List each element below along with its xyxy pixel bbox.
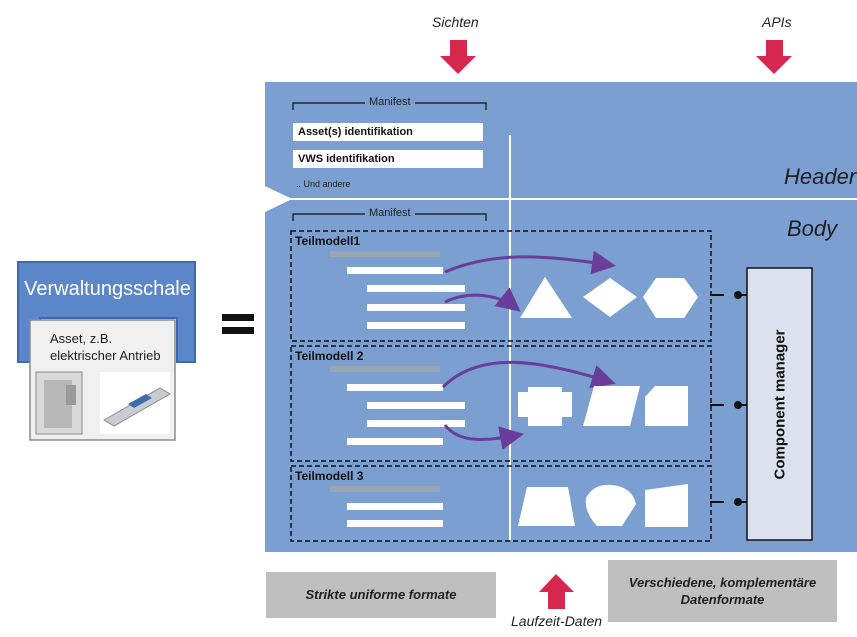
sichten-label: Sichten — [432, 14, 479, 30]
submodel-box-2 — [290, 345, 712, 462]
runtime-arrow — [539, 574, 574, 609]
manifest-label-body: Manifest — [365, 207, 415, 219]
header-panel — [265, 82, 857, 198]
mapping-curve-1b — [444, 287, 521, 312]
data-rows-2 — [330, 366, 465, 445]
shell-title: Verwaltungsschale — [24, 278, 191, 300]
connector-dot-1 — [734, 291, 742, 299]
strict-band — [266, 572, 496, 618]
diamond-shape — [583, 278, 637, 317]
submodel-label-1: Teilmodell1 — [295, 234, 361, 248]
shell-frame — [17, 261, 196, 363]
sichten-arrow — [440, 40, 476, 74]
submodel-box-3 — [290, 465, 712, 542]
asset-caption: Asset, z.B. elektrischer Antrieb — [50, 330, 175, 364]
others-text: .. Und andere — [296, 179, 351, 189]
apis-arrow — [756, 40, 792, 74]
manifest-label-header: Manifest — [365, 96, 415, 108]
mapping-curve-2b — [443, 424, 524, 450]
asset-caption-line2: elektrischer Antrieb — [50, 348, 161, 363]
trapezoid-shape — [518, 487, 575, 526]
data-rows-3 — [330, 486, 443, 527]
component-manager-label: Component manager — [771, 328, 789, 480]
connector-dot-2 — [734, 401, 742, 409]
vws-id-box: VWS identifikation — [293, 150, 483, 168]
runtime-label: Laufzeit-Daten — [511, 613, 603, 629]
asset-id-box: Asset(s) identifikation — [293, 123, 483, 141]
various-format-line1: Verschiedene, komplementäre — [628, 575, 817, 590]
equals-bar-top — [222, 314, 254, 321]
component-manager: Component manager — [747, 268, 812, 540]
various-format-line2: Datenformate — [680, 592, 765, 607]
pentagon-shape — [645, 386, 688, 426]
submodel-label-3: Teilmodell 3 — [295, 469, 364, 483]
rounded-shape — [585, 484, 636, 526]
header-title: Header — [784, 164, 857, 189]
parallelogram-shape — [583, 386, 640, 426]
component-manager-box — [746, 267, 813, 541]
drive-image — [35, 371, 83, 435]
various-band — [608, 560, 837, 622]
mapping-curve-2a — [441, 360, 616, 389]
connector-dot-3 — [734, 498, 742, 506]
asset-caption-line1: Asset, z.B. — [50, 331, 113, 346]
submodel-label-2: Teilmodell 2 — [295, 349, 364, 363]
quad-shape — [645, 484, 688, 527]
various-format-label: Verschiedene, komplementäre Datenformate — [608, 574, 837, 608]
linear-axis-image — [100, 372, 171, 434]
equals-bar-bottom — [222, 327, 254, 334]
submodel-box-1 — [290, 230, 712, 342]
triangle-shape — [520, 277, 572, 318]
hexagon-shape — [643, 278, 698, 318]
strict-format-label: Strikte uniforme formate — [305, 587, 457, 602]
apis-label: APIs — [762, 14, 792, 30]
cross-shape — [518, 387, 572, 426]
body-title: Body — [787, 216, 838, 241]
mapping-curve-1a — [444, 250, 616, 275]
data-rows-1 — [330, 251, 465, 329]
